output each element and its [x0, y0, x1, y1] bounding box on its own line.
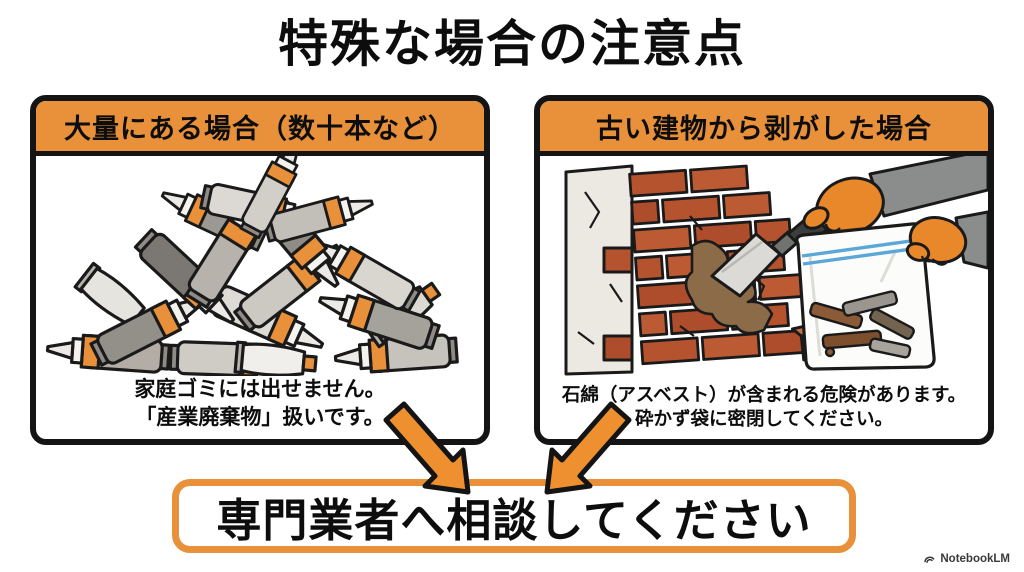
- debris-pieces: [809, 290, 915, 359]
- panel-old-building-header: 古い建物から剥がした場合: [540, 101, 988, 156]
- panel-old-building-body: 石綿（アスベスト）が含まれる危険があります。 砕かず袋に密閉してください。: [540, 156, 988, 439]
- glove-scraping-icon: [802, 156, 988, 237]
- panel-bulk-header-label: 大量にある場合（数十本など）: [64, 113, 456, 144]
- panel-bulk-body: 家庭ゴミには出せません。 「産業廃棄物」扱いです。: [36, 156, 484, 439]
- notebooklm-watermark: NotebookLM: [923, 552, 1010, 565]
- page-title: 特殊な場合の注意点: [278, 16, 746, 72]
- conclusion-box: 専門業者へ相談してください: [172, 479, 856, 553]
- panel-bulk-disposal: 大量にある場合（数十本など）: [30, 95, 490, 445]
- notebooklm-logo-icon: [924, 556, 935, 563]
- wall-scraping-illustration: [564, 156, 988, 376]
- panel-old-building: 古い建物から剥がした場合: [534, 95, 994, 445]
- panel-bulk-header: 大量にある場合（数十本など）: [36, 101, 484, 156]
- notebooklm-label: NotebookLM: [940, 552, 1010, 565]
- caption-line: 石綿（アスベスト）が含まれる危険があります。: [561, 383, 967, 405]
- conclusion-label: 専門業者へ相談してください: [216, 494, 812, 546]
- caption-line: 砕かず袋に密閉してください。: [635, 407, 893, 429]
- panel-old-building-caption: 石綿（アスベスト）が含まれる危険があります。 砕かず袋に密閉してください。: [544, 383, 984, 431]
- panel-bulk-caption: 家庭ゴミには出せません。 「産業廃棄物」扱いです。: [40, 376, 480, 431]
- glove-holding-bag-icon: [905, 210, 988, 270]
- tube-pile: [44, 156, 460, 377]
- panel-old-building-header-label: 古い建物から剥がした場合: [596, 113, 932, 144]
- caption-line: 「産業廃棄物」扱いです。: [135, 405, 385, 429]
- caption-line: 家庭ゴミには出せません。: [134, 378, 386, 402]
- caulk-tube-pile-illustration: [44, 156, 460, 377]
